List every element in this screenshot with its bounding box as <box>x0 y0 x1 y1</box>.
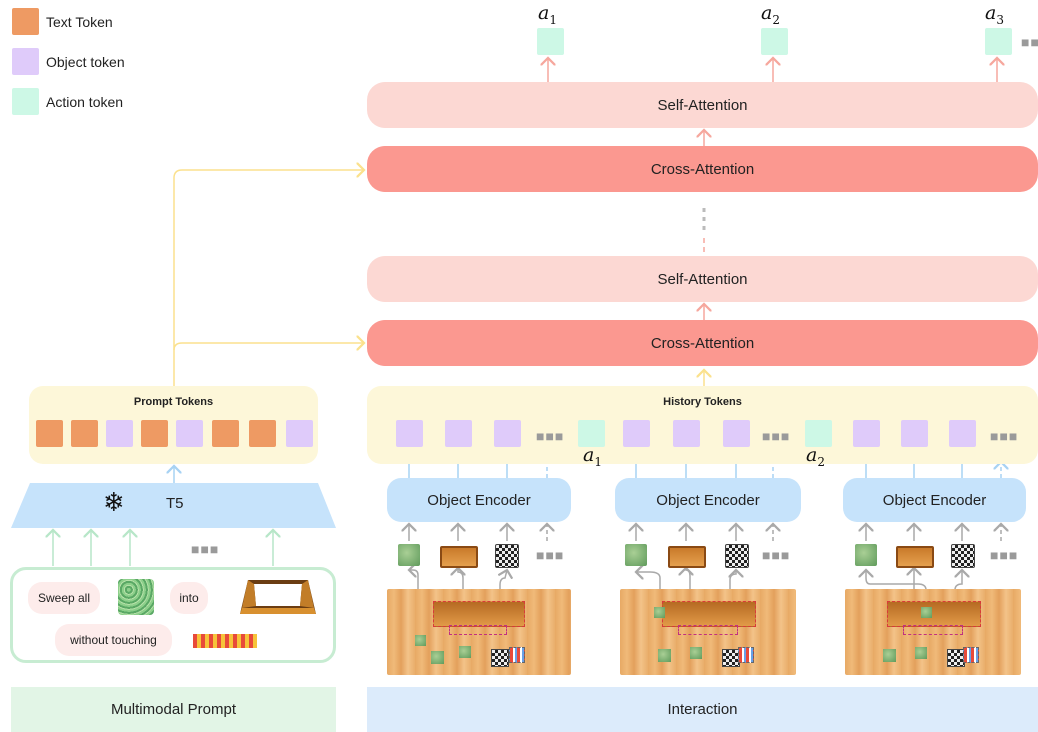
history-ellipsis: ■■■ <box>762 428 791 444</box>
output-ellipsis: ■■ <box>1021 34 1038 50</box>
legend-text-token-swatch <box>12 8 39 35</box>
history-a2-label: a2 <box>806 444 825 469</box>
crop-ellipsis: ■■■ <box>762 547 791 563</box>
history-object-token <box>949 420 976 447</box>
history-object-token <box>723 420 750 447</box>
history-ellipsis: ■■■ <box>990 428 1019 444</box>
object-crop-green-block <box>625 544 647 566</box>
history-object-token <box>623 420 650 447</box>
output-action-token-2 <box>761 28 788 55</box>
history-object-token <box>853 420 880 447</box>
prompt-token-text <box>141 420 168 447</box>
snowflake-icon: ❄ <box>103 487 125 517</box>
object-encoder-3: Object Encoder <box>843 478 1026 522</box>
line-object-image <box>193 634 257 648</box>
prompt-word-without-touching: without touching <box>55 624 172 656</box>
prompt-word-into: into <box>170 582 208 614</box>
history-object-token <box>445 420 472 447</box>
scene-image-1 <box>387 589 571 675</box>
scene-image-3 <box>845 589 1021 675</box>
legend-object-token-swatch <box>12 48 39 75</box>
history-tokens-title: History Tokens <box>663 396 742 408</box>
scene-image-2 <box>620 589 796 675</box>
legend-action-token-label: Action token <box>46 94 124 110</box>
history-object-token <box>396 420 423 447</box>
cross-attention-layer-top: Cross-Attention <box>367 146 1038 192</box>
green-block-object-image <box>118 579 154 615</box>
multimodal-prompt-box <box>10 567 336 663</box>
multimodal-prompt-footer: Multimodal Prompt <box>11 687 336 732</box>
frame-object-image <box>240 580 316 614</box>
history-ellipsis: ■■■ <box>536 428 565 444</box>
crop-ellipsis: ■■■ <box>536 547 565 563</box>
prompt-token-text <box>71 420 98 447</box>
legend-object-token-label: Object token <box>46 54 125 70</box>
crop-ellipsis: ■■■ <box>990 547 1019 563</box>
prompt-word-sweep-all: Sweep all <box>28 582 100 614</box>
object-encoder-2: Object Encoder <box>615 478 801 522</box>
legend-action-token-swatch <box>12 88 39 115</box>
prompt-token-text <box>249 420 276 447</box>
history-object-token <box>673 420 700 447</box>
prompt-ellipsis: ■■■ <box>191 541 220 557</box>
cross-attention-layer-bottom: Cross-Attention <box>367 320 1038 366</box>
object-crop-dice <box>725 544 749 568</box>
history-a1-label: a1 <box>583 444 602 469</box>
self-attention-layer-bottom: Self-Attention <box>367 256 1038 302</box>
prompt-token-object <box>106 420 133 447</box>
self-attention-layer-top: Self-Attention <box>367 82 1038 128</box>
object-crop-green-block <box>855 544 877 566</box>
output-a2-label: a2 <box>761 2 780 27</box>
object-crop-frame <box>896 546 934 568</box>
legend-text-token-label: Text Token <box>46 14 113 30</box>
output-a1-label: a1 <box>538 2 557 27</box>
history-object-token <box>494 420 521 447</box>
object-crop-frame <box>668 546 706 568</box>
object-encoder-1: Object Encoder <box>387 478 571 522</box>
prompt-token-object <box>286 420 313 447</box>
object-crop-green-block <box>398 544 420 566</box>
history-object-token <box>901 420 928 447</box>
output-a3-label: a3 <box>985 2 1004 27</box>
prompt-token-object <box>176 420 203 447</box>
object-crop-dice <box>951 544 975 568</box>
history-action-token-2 <box>805 420 832 447</box>
history-action-token-1 <box>578 420 605 447</box>
output-action-token-3 <box>985 28 1012 55</box>
interaction-footer: Interaction <box>367 687 1038 732</box>
output-action-token-1 <box>537 28 564 55</box>
t5-label: T5 <box>166 495 184 512</box>
prompt-token-text <box>36 420 63 447</box>
prompt-tokens-title: Prompt Tokens <box>133 396 214 408</box>
object-crop-frame <box>440 546 478 568</box>
object-crop-dice <box>495 544 519 568</box>
prompt-token-text <box>212 420 239 447</box>
